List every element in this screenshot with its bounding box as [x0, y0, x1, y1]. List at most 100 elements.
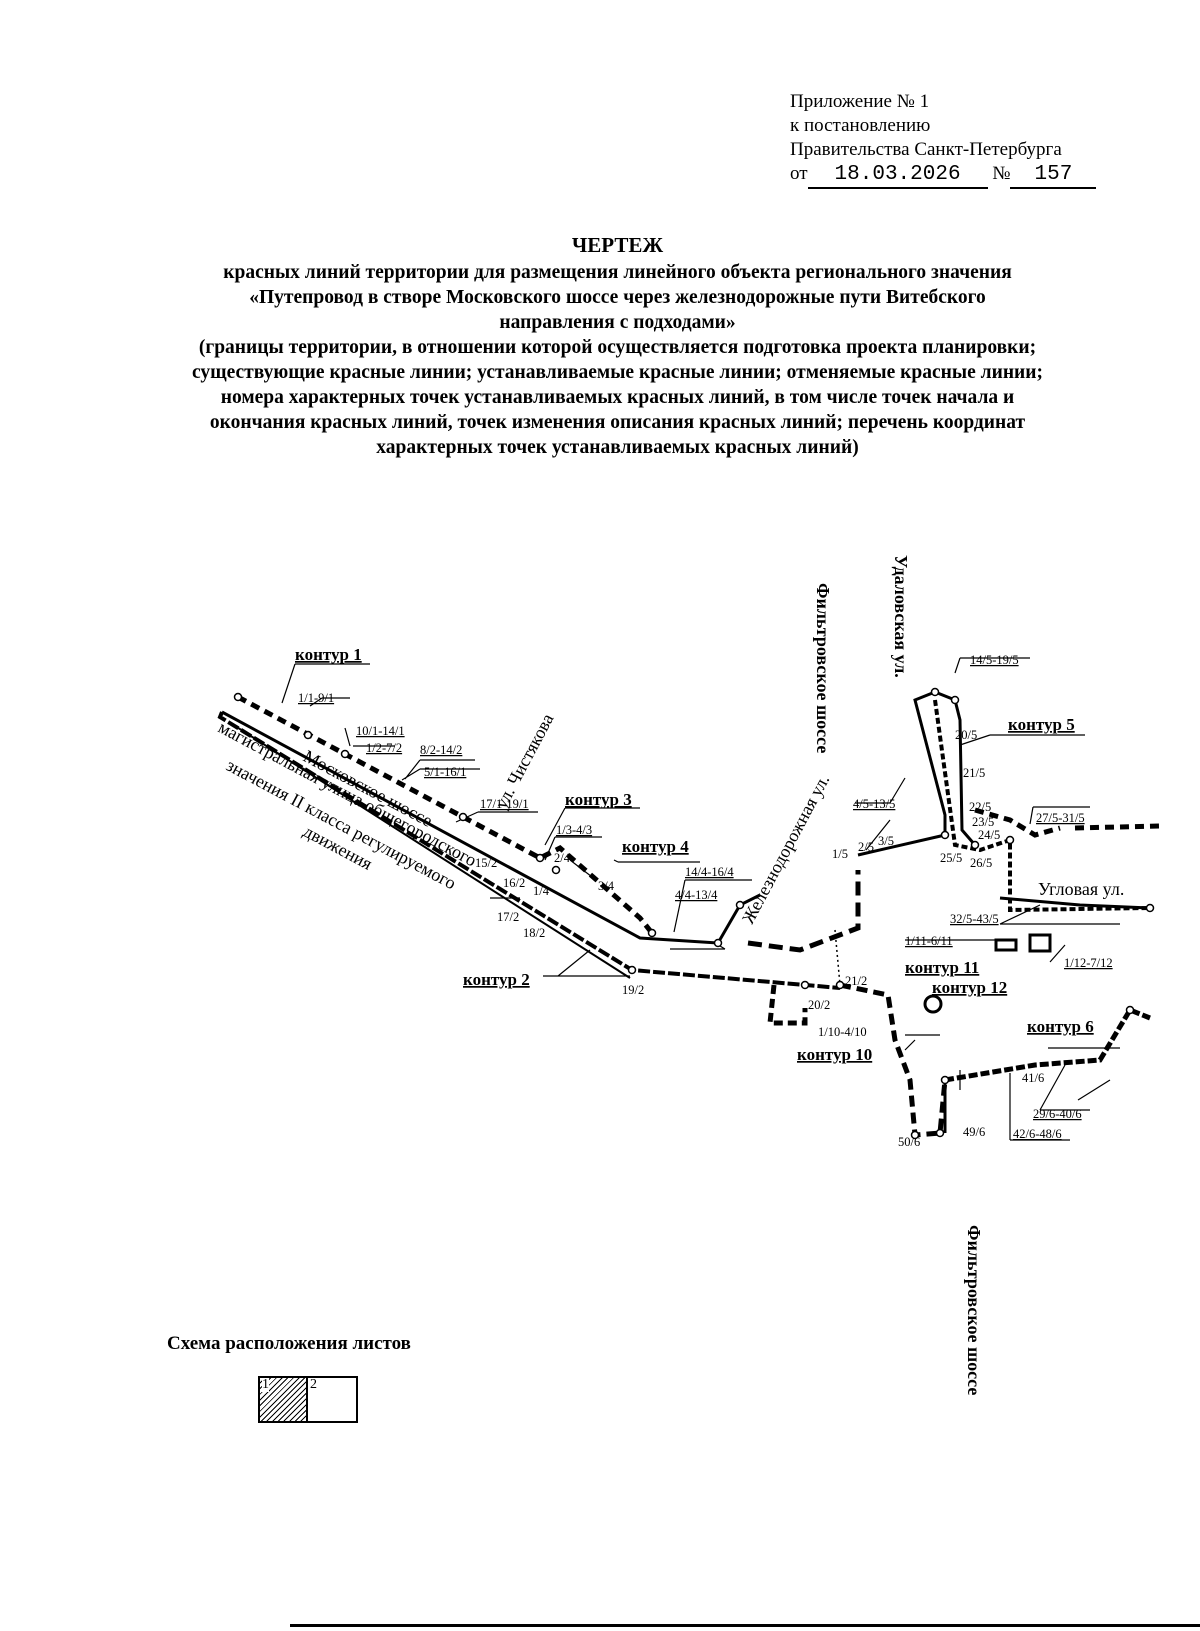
- railway-cross-line: [834, 929, 841, 986]
- point-label: 1/12-7/12: [1064, 956, 1113, 970]
- contour12-rect: [1028, 933, 1052, 953]
- sheet-scheme: 1 2: [258, 1376, 358, 1423]
- sheet-1-cell: 1: [260, 1378, 308, 1421]
- leader-lines: [281, 657, 1120, 1141]
- contour11-rect: [994, 938, 1018, 952]
- title-line5: существующие красные линии; устанавливае…: [191, 362, 1044, 383]
- point-marker: [970, 840, 980, 850]
- appendix-line1: Приложение № 1: [790, 91, 930, 112]
- point-label: 32/5-43/5: [950, 912, 999, 926]
- contour2-label: контур 2: [463, 970, 530, 989]
- sheet-1-label: 1: [262, 1377, 269, 1392]
- point-label: 22/5: [969, 800, 991, 814]
- point-marker: [551, 865, 561, 875]
- point-label: 41/6: [1022, 1071, 1044, 1085]
- point-label: 17/2: [497, 910, 519, 924]
- point-label: 24/5: [978, 828, 1000, 842]
- contour1-boundary: [236, 694, 654, 935]
- title-line1: красных линий территории для размещения …: [223, 262, 1012, 283]
- point-marker: [735, 900, 745, 910]
- point-label: 27/5-31/5: [1036, 811, 1085, 825]
- title-line2: «Путепровод в створе Московского шоссе ч…: [249, 287, 986, 308]
- point-label: 42/6-48/6: [1013, 1127, 1062, 1141]
- point-label: 1/1-9/1: [298, 691, 334, 705]
- contour6-redline: [944, 1006, 1151, 1083]
- point-label: 18/2: [523, 926, 545, 940]
- sheet-2-cell: 2: [308, 1378, 356, 1421]
- title-line7: окончания красных линий, точек изменения…: [209, 412, 1026, 433]
- point-marker: [800, 980, 810, 990]
- rail-dashes: [747, 870, 861, 953]
- point-label: 1/11-6/11: [905, 934, 953, 948]
- contour5-dash-east: [974, 807, 1061, 838]
- point-label: 1/4: [533, 884, 550, 898]
- point-label: 1/3-4/3: [556, 823, 592, 837]
- date-prefix: от: [790, 163, 808, 184]
- point-label: 14/5-19/5: [970, 653, 1019, 667]
- south-dashed: [839, 982, 948, 1138]
- street-filtrovskoe-top: Фильтровское шоссе: [813, 583, 833, 753]
- street-filtrovskoe-bottom: Фильтровское шоссе: [964, 1225, 984, 1395]
- point-label: 2/4: [554, 851, 571, 865]
- point-label: 16/2: [503, 876, 525, 890]
- point-marker: [1145, 903, 1155, 913]
- point-label: 14/4-16/4: [685, 865, 734, 879]
- street-udalovskaya: Удаловская ул.: [891, 555, 911, 678]
- contour1-label: контур 1: [295, 645, 362, 664]
- point-marker: [458, 812, 468, 822]
- point-label: 19/2: [622, 983, 644, 997]
- point-marker: [940, 1075, 950, 1085]
- point-label: 3/5: [878, 834, 894, 848]
- appendix-line2: к постановлению: [790, 115, 931, 136]
- point-marker: [910, 1130, 920, 1140]
- contour5-east: [933, 699, 1151, 913]
- title-heading: ЧЕРТЕЖ: [571, 233, 664, 257]
- point-label: 4/4-13/4: [675, 888, 718, 902]
- point-label: 21/5: [963, 766, 985, 780]
- title-line4: (границы территории, в отношении которой…: [198, 337, 1037, 358]
- street-uglovaya: Угловая ул.: [1038, 879, 1124, 899]
- point-label: 49/6: [963, 1125, 985, 1139]
- number-prefix: №: [992, 163, 1011, 184]
- contour12-label: контур 12: [932, 978, 1007, 997]
- point-marker: [713, 938, 723, 948]
- sheet-2-label: 2: [310, 1377, 317, 1392]
- contour2-redline: [217, 711, 841, 990]
- point-label: 5/1-16/1: [424, 765, 466, 779]
- title-line6: номера характерных точек устанавливаемых…: [220, 387, 1015, 408]
- point-marker: [233, 692, 243, 702]
- point-label: 23/5: [972, 815, 994, 829]
- title-line3: направления с подходами»: [499, 312, 736, 333]
- contour2-rect: [767, 984, 808, 1026]
- point-marker: [647, 928, 657, 938]
- point-label: 4/5-13/5: [853, 797, 895, 811]
- point-marker: [303, 730, 313, 740]
- contour6-label: контур 6: [1027, 1017, 1094, 1036]
- contour11-label: контур 11: [905, 958, 979, 977]
- decree-number: 157: [1010, 163, 1097, 189]
- contour3-label: контур 3: [565, 790, 632, 809]
- contour2-south: [231, 723, 631, 979]
- decree-date: 18.03.2026: [807, 163, 988, 189]
- point-marker: [535, 853, 545, 863]
- point-marker: [340, 749, 350, 759]
- point-label: 29/6-40/6: [1033, 1107, 1082, 1121]
- point-label: 20/2: [808, 998, 830, 1012]
- point-marker: [835, 980, 845, 990]
- point-label: 26/5: [970, 856, 992, 870]
- point-marker: [1125, 1005, 1135, 1015]
- street-zheleznodorozhnaya: Железнодорожная ул.: [738, 771, 834, 927]
- point-label: 8/2-14/2: [420, 743, 462, 757]
- title-line8: характерных точек устанавливаемых красны…: [376, 437, 859, 458]
- point-label: 1/5: [832, 847, 848, 861]
- contour1-redline: [221, 710, 719, 945]
- point-label: 10/1-14/1: [356, 724, 405, 738]
- point-label: 3/4: [598, 879, 615, 893]
- document-title: ЧЕРТЕЖ красных линий территории для разм…: [0, 233, 1200, 460]
- point-label: 17/1-19/1: [480, 797, 529, 811]
- point-marker: [627, 965, 637, 975]
- point-label: 20/5: [955, 728, 977, 742]
- point-marker: [930, 687, 940, 697]
